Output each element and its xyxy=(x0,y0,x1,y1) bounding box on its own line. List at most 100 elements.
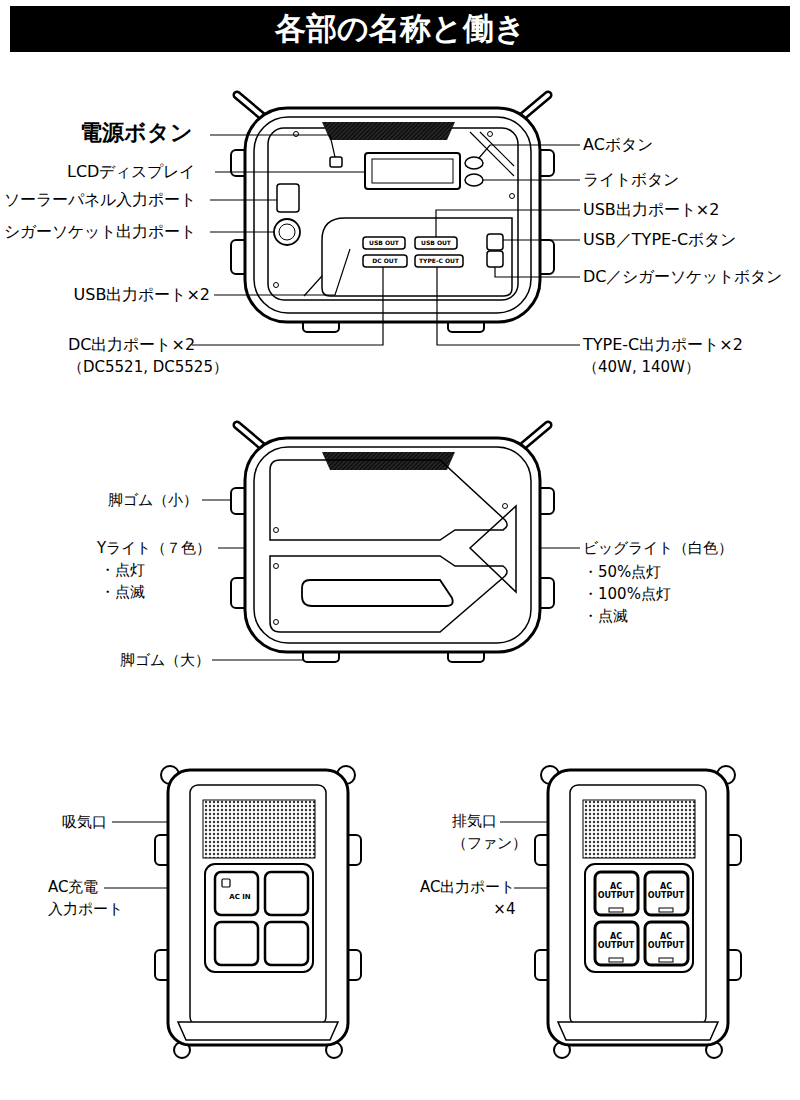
port-label: DC OUT xyxy=(372,258,398,264)
part-label: DC出力ポート×2 xyxy=(68,335,195,354)
y-light xyxy=(270,556,507,632)
port-tab xyxy=(609,908,623,912)
part-label: Yライト（７色） xyxy=(97,539,211,557)
usb-button xyxy=(487,234,503,250)
part-label: ・点滅 xyxy=(583,607,628,625)
panel xyxy=(268,128,518,300)
port-label: USB OUT xyxy=(369,240,399,246)
blank-cover xyxy=(265,872,308,915)
leader-line xyxy=(210,199,277,200)
part-label: AC充電 入力ポート xyxy=(48,877,123,921)
part-label: （40W, 140W） xyxy=(583,358,700,376)
screw xyxy=(274,564,279,569)
exhaust-vent xyxy=(583,800,695,858)
ac-out-port xyxy=(645,922,688,965)
leader-line xyxy=(212,659,305,660)
port-label: AC OUTPUT xyxy=(598,933,635,951)
screw xyxy=(488,132,493,137)
ac-in-port xyxy=(215,872,258,915)
blank-cover xyxy=(265,922,308,965)
ac-out-port xyxy=(595,872,638,915)
port-tab xyxy=(609,958,623,962)
leader-line xyxy=(210,135,335,157)
screw xyxy=(503,504,508,509)
page-title: 各部の名称と働き xyxy=(10,6,790,52)
port-label: AC OUTPUT xyxy=(648,933,685,951)
ac-button xyxy=(465,157,483,169)
part-label: 電源ボタン xyxy=(80,120,193,146)
part-label: 脚ゴム（大） xyxy=(120,651,210,669)
part-label: USB出力ポート×2 xyxy=(583,200,719,219)
part-label: ・点滅 xyxy=(100,583,145,601)
part-label: ビッグライト（白色） xyxy=(583,539,733,557)
part-label: LCDディスプレイ xyxy=(67,162,195,181)
part-label: AC出力ポート ×4 xyxy=(420,877,515,921)
dc-port xyxy=(363,255,407,267)
intake-vent xyxy=(203,800,315,858)
port-label: USB OUT xyxy=(421,240,451,246)
body xyxy=(548,770,728,1045)
leader-line xyxy=(495,267,580,277)
ac-out-port xyxy=(645,872,688,915)
panel-line xyxy=(322,218,512,296)
port-panel xyxy=(205,864,313,972)
screw xyxy=(274,283,279,288)
side-view-intake xyxy=(155,766,361,1058)
body-inner xyxy=(570,785,706,1025)
leader-line xyxy=(503,239,580,240)
port-label: AC OUTPUT xyxy=(648,883,685,901)
port-label: TYPE-C OUT xyxy=(419,258,459,264)
port-panel xyxy=(585,864,693,972)
part-label: 脚ゴム（小） xyxy=(108,491,198,509)
part-label: ・50%点灯 xyxy=(583,563,661,581)
vent xyxy=(322,122,455,140)
leader-line xyxy=(479,145,580,158)
lcd xyxy=(365,153,460,189)
body-inner xyxy=(190,785,326,1025)
power-button xyxy=(330,157,342,167)
leader-line xyxy=(210,231,274,232)
leader-line xyxy=(437,267,580,345)
body xyxy=(168,770,348,1045)
part-label: 吸気口 xyxy=(62,813,107,831)
base xyxy=(178,1022,338,1040)
part-label: ・点灯 xyxy=(100,561,145,579)
leader-line xyxy=(483,179,580,180)
leader-line xyxy=(436,210,580,237)
typec-port xyxy=(415,255,463,267)
side-view-exhaust xyxy=(535,766,741,1058)
screw xyxy=(294,132,299,137)
part-label: ライトボタン xyxy=(583,170,679,189)
ac-out-port xyxy=(595,922,638,965)
big-light xyxy=(470,506,516,592)
socket-icon xyxy=(222,879,230,887)
body xyxy=(245,438,540,652)
blank-cover xyxy=(215,922,258,965)
base xyxy=(558,1022,718,1040)
cigar-socket xyxy=(274,219,300,245)
part-label: USB／TYPE-Cボタン xyxy=(583,230,736,249)
port-tab xyxy=(659,958,673,962)
part-label: シガーソケット出力ポート xyxy=(4,222,196,241)
front-view xyxy=(231,95,554,332)
part-label: TYPE-C出力ポート×2 xyxy=(583,335,743,354)
slot xyxy=(302,580,453,606)
leader-line xyxy=(214,249,350,295)
solar-port xyxy=(277,184,299,212)
screw xyxy=(274,528,279,533)
port-label: AC IN xyxy=(229,894,250,901)
y-light xyxy=(270,460,507,540)
port-tab xyxy=(659,908,673,912)
vent xyxy=(322,452,455,470)
dc-button xyxy=(487,251,503,267)
body xyxy=(245,108,540,322)
screw xyxy=(274,620,279,625)
leader-line xyxy=(192,267,383,345)
screw xyxy=(510,194,515,199)
part-label: USB出力ポート×2 xyxy=(74,285,210,304)
usb-port xyxy=(363,237,405,249)
leader-line xyxy=(215,171,365,172)
part-label: ・100%点灯 xyxy=(583,585,671,603)
title-bar xyxy=(10,6,790,52)
